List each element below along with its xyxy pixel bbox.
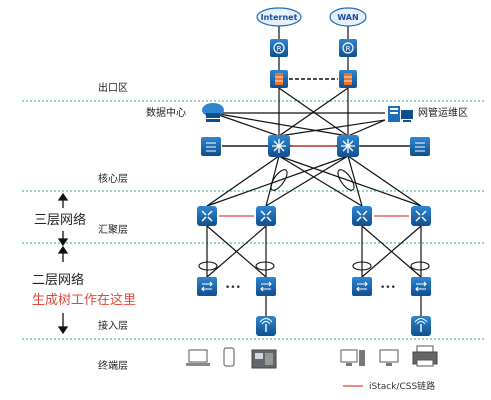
phone-icon [223,347,235,367]
desktop-icon [379,349,399,366]
datacenter-label: 数据中心 [146,106,186,119]
layer-label-access: 接入层 [98,319,128,332]
ip-phone-icon [251,349,277,369]
access-switch-icon [256,277,276,296]
stack-links [219,145,409,217]
access-switch-icon [197,277,217,296]
wireless-ap-icon [256,316,276,336]
router-icon: R [270,39,288,57]
aggregation-switch-icon [352,206,372,226]
l3-network-label: 三层网络 [34,212,86,228]
laptop-icon [186,349,210,366]
access-ellipsis-right: ••• [380,283,396,293]
server-cloud-icon [202,103,224,122]
access-ellipsis-left: ••• [225,283,241,293]
layer-label-core: 核心层 [98,172,128,185]
firewall-icon [270,70,288,88]
internet-cloud-icon: Internet [256,7,302,27]
aggregation-switch-icon [197,206,217,226]
aggregation-switch-icon [256,206,276,226]
firewall-icon [410,137,430,156]
internet-label: Internet [261,13,298,22]
layer-label-aggregation: 汇聚层 [98,223,128,236]
core-switch-icon [337,135,359,157]
svg-text:R: R [346,45,351,53]
netmgmt-label: 网管运维区 [418,106,468,119]
stp-note-label: 生成树工作在这里 [32,292,136,308]
layer-label-terminal: 终端层 [98,359,128,372]
links [206,24,422,316]
wan-label: WAN [337,13,358,22]
firewall-icon [339,70,357,88]
wireless-ap-icon [411,316,431,336]
access-switch-icon [411,277,431,296]
firewall-icon [201,137,221,156]
link-aggregation-ellipses [198,169,430,271]
legend: iStack/CSS链路 [343,380,435,392]
core-switch-icon [268,135,290,157]
access-switch-icon [352,277,372,296]
l2-range-arrow [57,245,69,335]
legend-stack-label: iStack/CSS链路 [369,380,435,392]
wan-cloud-icon: WAN [329,7,367,27]
layer-label-egress: 出口区 [98,81,128,94]
server-icon [388,106,413,122]
layer-dividers [22,100,486,340]
l3-range-arrow [57,192,69,247]
desktop-icon [340,349,365,366]
printer-icon [412,345,438,367]
svg-text:R: R [277,45,282,53]
l2-network-label: 二层网络 [32,272,84,288]
router-icon: R [339,39,357,57]
aggregation-switch-icon [411,206,431,226]
